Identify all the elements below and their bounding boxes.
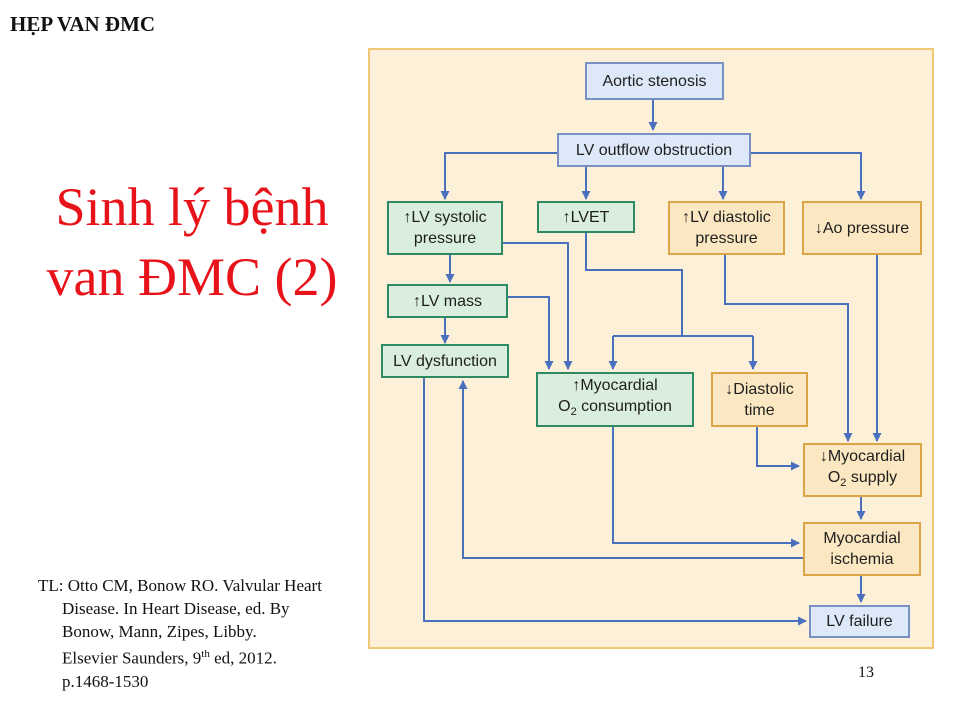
node-label: LV mass	[420, 292, 483, 310]
reference-publisher: Elsevier Saunders, 9	[62, 648, 202, 668]
node-lv-mass: ↑LV mass	[387, 284, 508, 318]
node-label: Aortic stenosis	[602, 72, 707, 90]
arrow-o2-consumption-to-ischemia	[612, 427, 800, 548]
node-aortic-stenosis: Aortic stenosis	[585, 62, 724, 100]
subscript: 2	[570, 406, 577, 419]
node-label: LV diastolic	[690, 209, 771, 226]
node-label: Diastolic	[733, 380, 794, 398]
reference-line: Elsevier Saunders, 9th ed, 2012.	[38, 643, 378, 670]
node-label: ischemia	[830, 551, 894, 568]
arrow-diastolic-time-to-o2-supply	[756, 427, 800, 471]
increase-arrow-icon: ↑	[403, 209, 412, 226]
node-lv-systolic-pressure: ↑LV systolic pressure	[387, 201, 503, 255]
decrease-arrow-icon: ↓	[814, 219, 823, 237]
increase-arrow-icon: ↑	[572, 377, 581, 395]
arrow-lvet-to-o2-consumption	[613, 335, 753, 369]
node-label: supply	[846, 468, 898, 486]
node-label: consumption	[576, 398, 672, 416]
node-label: LV systolic	[411, 209, 487, 226]
reference-year: ed, 2012.	[209, 648, 277, 668]
reference-edition-suffix: th	[201, 648, 210, 660]
reference-line: p.1468-1530	[62, 671, 149, 691]
node-label: time	[744, 401, 775, 419]
arrow-diastolic-pressure-to-o2-supply	[724, 254, 853, 442]
reference-line: Bonow, Mann, Zipes, Libby.	[62, 622, 257, 641]
arrow-obstruction-to-ao-pressure	[751, 152, 866, 200]
arrow-ischemia-to-dysfunction	[458, 380, 803, 559]
node-label: O	[558, 398, 571, 416]
page-number: 13	[858, 664, 874, 681]
arrow-lvet-split	[585, 232, 683, 336]
node-lv-failure: LV failure	[809, 605, 910, 638]
slide-title: Sinh lý bệnh van ĐMC (2)	[22, 172, 362, 312]
node-label: pressure	[413, 230, 477, 247]
decrease-arrow-icon: ↓	[819, 447, 828, 465]
node-label: Myocardial	[823, 530, 901, 547]
increase-arrow-icon: ↑	[682, 209, 691, 226]
node-label: LV failure	[826, 613, 893, 630]
node-ao-pressure: ↓Ao pressure	[802, 201, 922, 255]
increase-arrow-icon: ↑	[562, 208, 571, 226]
node-lvet: ↑LVET	[537, 201, 635, 233]
arrow-obstruction-to-systolic	[440, 152, 557, 200]
node-label: O	[827, 468, 841, 486]
decrease-arrow-icon: ↓	[725, 380, 734, 398]
node-label: LV dysfunction	[393, 352, 497, 370]
node-label: pressure	[695, 230, 758, 247]
slide-header: HẸP VAN ĐMC	[10, 12, 156, 36]
node-label: LV outflow obstruction	[575, 141, 733, 159]
node-diastolic-time: ↓Diastolic time	[711, 372, 808, 427]
node-label: Myocardial	[827, 447, 906, 465]
node-lv-outflow-obstruction: LV outflow obstruction	[557, 133, 751, 167]
slide-title-line2: van ĐMC (2)	[46, 247, 338, 307]
slide-title-line1: Sinh lý bệnh	[55, 177, 329, 237]
increase-arrow-icon: ↑	[412, 292, 421, 310]
reference-citation: TL: Otto CM, Bonow RO. Valvular Heart Di…	[38, 574, 378, 693]
arrow-mass-to-o2-consumption	[508, 296, 554, 370]
subscript: 2	[840, 477, 847, 490]
node-lv-diastolic-pressure: ↑LV diastolic pressure	[668, 201, 785, 255]
node-label: LVET	[570, 208, 610, 226]
node-label: Ao pressure	[822, 219, 910, 237]
reference-line: Disease. In Heart Disease, ed. By	[62, 599, 290, 618]
arrow-systolic-to-o2-consumption	[503, 242, 573, 370]
node-lv-dysfunction: LV dysfunction	[381, 344, 509, 378]
node-myocardial-ischemia: Myocardial ischemia	[803, 522, 921, 576]
arrow-dysfunction-to-failure	[423, 378, 807, 626]
node-label: Myocardial	[580, 377, 658, 395]
reference-line: TL: Otto CM, Bonow RO. Valvular Heart	[38, 576, 322, 595]
